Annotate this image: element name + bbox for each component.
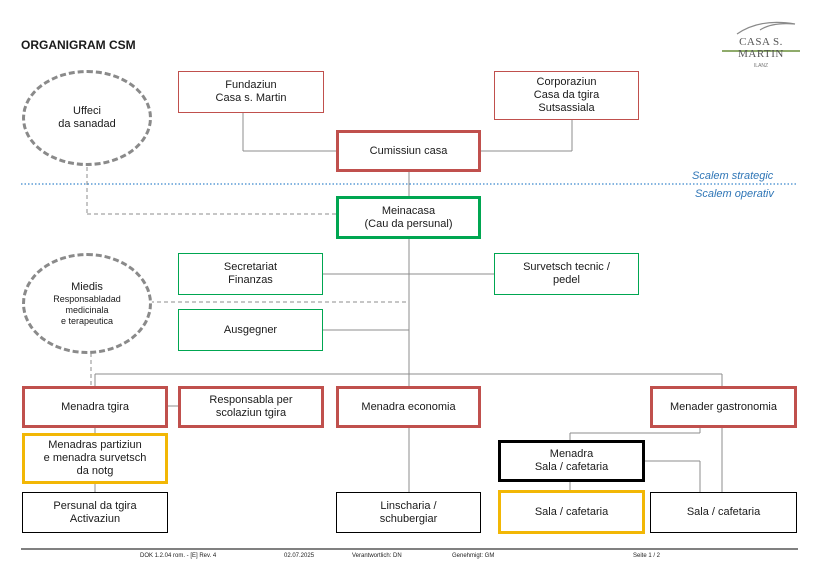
logo: CASA S. MARTIN ILANZ (722, 36, 800, 69)
menader-gastronomia-box: Menader gastronomia (650, 386, 797, 428)
sala-cafetaria-box-1: Sala / cafetaria (498, 490, 645, 534)
uffeci-ellipse: Uffeci da sanadad (22, 70, 152, 166)
secretariat-box: Secretariat Finanzas (178, 253, 323, 295)
uffeci-label: Uffeci da sanadad (58, 105, 116, 130)
survetsch-tecnic-box: Survetsch tecnic / pedel (494, 253, 639, 295)
persunal-tgira-box: Persunal da tgira Activaziun (22, 492, 168, 533)
linscharia-box: Linscharia / schubergiar (336, 492, 481, 533)
meinacasa-box: Meinacasa (Cau da persunal) (336, 196, 481, 239)
menadra-sala-box: Menadra Sala / cafetaria (498, 440, 645, 482)
corporaziun-box: Corporaziun Casa da tgira Sutsassiala (494, 71, 639, 120)
footer-genehmigt: Genehmigt: GM (452, 553, 495, 559)
logo-text: CASA S. MARTIN (738, 36, 784, 60)
logo-subtext: ILANZ (753, 63, 769, 69)
menadra-economia-box: Menadra economia (336, 386, 481, 428)
miedis-ellipse: Miedis Responsabladad medicinala e terap… (22, 253, 152, 354)
scale-operative-label: Scalem operativ (695, 188, 774, 200)
page-title: ORGANIGRAM CSM (21, 38, 136, 52)
menadra-tgira-box: Menadra tgira (22, 386, 168, 428)
scale-strategic-label: Scalem strategic (692, 170, 774, 182)
cumissiun-box: Cumissiun casa (336, 130, 481, 172)
sala-cafetaria-box-2: Sala / cafetaria (650, 492, 797, 533)
responsabla-box: Responsabla per scolaziun tgira (178, 386, 324, 428)
footer-doc: DOK 1.2.04 rom. - [E] Rev. 4 (140, 553, 217, 559)
ausgegner-box: Ausgegner (178, 309, 323, 351)
fundaziun-box: Fundaziun Casa s. Martin (178, 71, 324, 113)
footer-page: Seite 1 / 2 (633, 553, 661, 559)
footer-verantwortlich: Verantwortlich: DN (352, 553, 402, 559)
menadras-partiziun-box: Menadras partiziun e menadra survetsch d… (22, 433, 168, 484)
footer-date: 02.07.2025 (284, 553, 315, 559)
miedis-title: Miedis (71, 280, 103, 293)
miedis-subtitle: Responsabladad medicinala e terapeutica (53, 293, 121, 326)
